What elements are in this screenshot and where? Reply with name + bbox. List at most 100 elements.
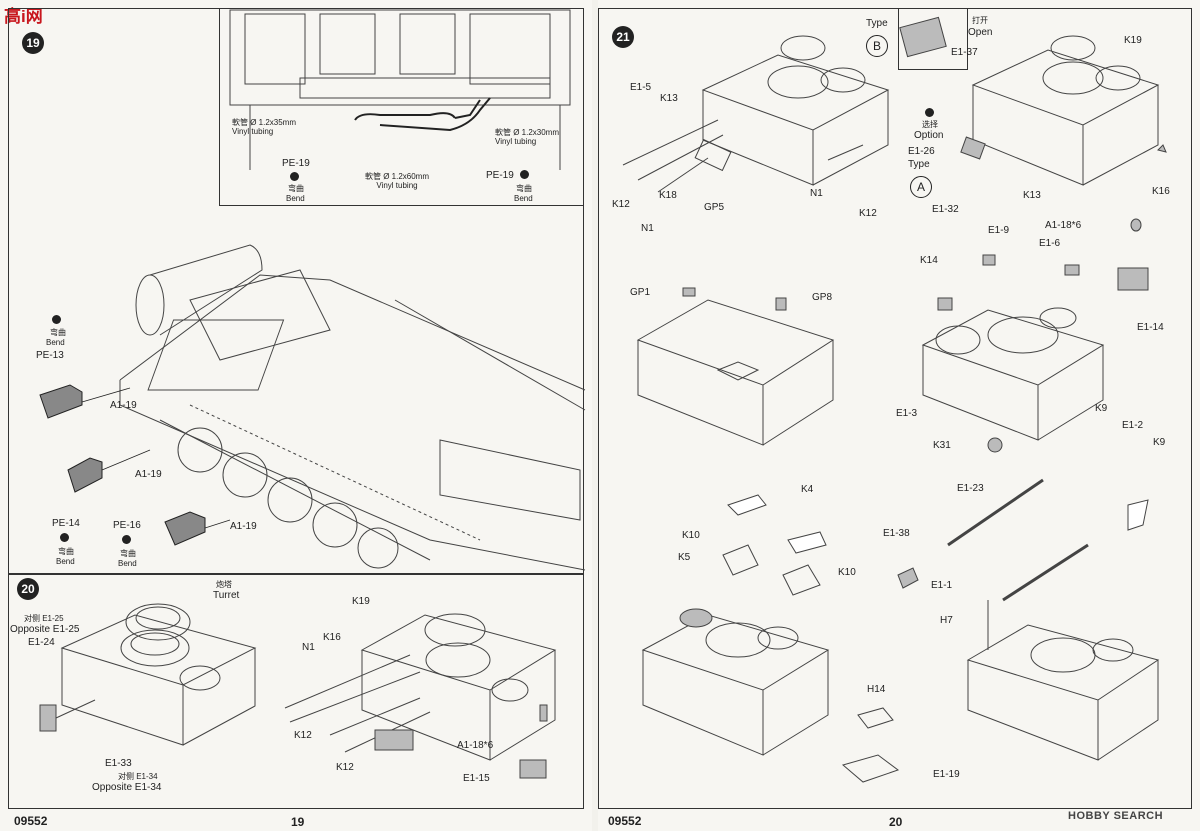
pe19-right-label: PE-19 — [486, 170, 514, 181]
part-n1: N1 — [641, 223, 654, 234]
part-k19: K19 — [1124, 35, 1142, 46]
tubing-3-en: Vinyl tubing — [376, 181, 418, 190]
part-a1-18: A1-18*6 — [1045, 220, 1082, 231]
k12-label: K12 — [294, 730, 312, 741]
pe14-label: PE-14 — [52, 518, 80, 529]
part-k12: K12 — [612, 199, 630, 210]
part-k9: K9 — [1095, 403, 1108, 414]
right-page: 21 — [598, 0, 1200, 831]
tubing-2-cn: 軟管 Ø 1.2x30mm — [495, 128, 560, 137]
type-a-badge: A — [910, 176, 932, 198]
part-e1-6: E1-6 — [1039, 238, 1061, 249]
e1-15-label: E1-15 — [463, 773, 490, 784]
part-k13: K13 — [1023, 190, 1041, 201]
a1-18-label: A1-18*6 — [457, 740, 494, 751]
bend-en-label: Bend — [56, 557, 75, 566]
type-b-badge: B — [866, 35, 888, 57]
part-e1-9: E1-9 — [988, 225, 1010, 236]
part-e1-19: E1-19 — [933, 769, 960, 780]
catalog-code: 09552 — [608, 814, 642, 828]
tubing-1-en: Vinyl tubing — [232, 127, 274, 136]
part-h7: H7 — [940, 615, 953, 626]
part-k13: K13 — [660, 93, 678, 104]
engine-deck-detail — [229, 9, 571, 170]
part-h14: H14 — [867, 684, 886, 695]
k16-label: K16 — [323, 632, 341, 643]
tubing-1-label: 軟管 Ø 1.2x35mm Vinyl tubing — [232, 118, 296, 136]
bend-icon — [520, 170, 529, 179]
tubing-1-cn: 軟管 Ø 1.2x35mm — [232, 118, 297, 127]
turret-cn-label: 炮塔 — [216, 580, 232, 589]
part-gp1: GP1 — [630, 287, 651, 298]
part-gp5: GP5 — [704, 202, 725, 213]
n1-label: N1 — [302, 642, 315, 653]
e1-25-cn-label: 对侧 E1-25 — [24, 614, 64, 623]
type-a-label: Type — [908, 159, 930, 170]
left-drawings — [39, 9, 586, 779]
pe-parts — [39, 384, 206, 546]
part-k9: K9 — [1153, 437, 1166, 448]
pe16-label: PE-16 — [113, 520, 141, 531]
type-b-label: Type — [866, 18, 888, 29]
bend-cn-label: 弯曲 — [50, 328, 66, 337]
e1-34-en-label: Opposite E1-34 — [92, 782, 162, 793]
step-21-badge: 21 — [612, 26, 634, 48]
option-en-label: Option — [914, 130, 944, 141]
bend-cn-label: 弯曲 — [516, 184, 532, 193]
step-19-detail-frame — [219, 8, 584, 206]
part-k10: K10 — [838, 567, 856, 578]
part-k5: K5 — [678, 552, 691, 563]
bend-icon — [60, 533, 69, 542]
bend-en-label: Bend — [46, 338, 65, 347]
part-e1-32: E1-32 — [932, 204, 959, 215]
e1-24-label: E1-24 — [28, 637, 55, 648]
bend-en-label: Bend — [118, 559, 137, 568]
part-e1-5: E1-5 — [630, 82, 652, 93]
k19-label: K19 — [352, 596, 370, 607]
left-page: 高i网 19 20 — [0, 0, 592, 831]
a1-19-label: A1-19 — [110, 400, 137, 411]
page-number: 20 — [889, 815, 903, 829]
tubing-3-cn: 軟管 Ø 1.2x60mm — [365, 172, 430, 181]
part-n1: N1 — [810, 188, 823, 199]
part-e1-3: E1-3 — [896, 408, 918, 419]
k12-label: K12 — [336, 762, 354, 773]
e1-25-en-label: Opposite E1-25 — [10, 624, 80, 635]
site-logo: 高i网 — [4, 7, 43, 26]
part-e1-14: E1-14 — [1137, 322, 1164, 333]
e1-33-label: E1-33 — [105, 758, 132, 769]
step-20-badge: 20 — [17, 578, 39, 600]
hull-drawing — [119, 244, 586, 571]
part-k4: K4 — [801, 484, 814, 495]
part-k10: K10 — [682, 530, 700, 541]
page-number: 19 — [291, 815, 305, 829]
bend-icon — [290, 172, 299, 181]
bend-cn-label: 弯曲 — [288, 184, 304, 193]
part-e1-38: E1-38 — [883, 528, 910, 539]
turret-drawing — [39, 603, 557, 779]
a1-19-label: A1-19 — [230, 521, 257, 532]
bend-icon — [122, 535, 131, 544]
step-20-frame — [8, 574, 584, 809]
part-e1-26: E1-26 — [908, 146, 935, 157]
step-21-frame — [598, 8, 1192, 809]
bend-cn-label: 弯曲 — [58, 547, 74, 556]
option-inset-frame — [898, 8, 968, 70]
turret-en-label: Turret — [213, 590, 240, 601]
part-k31: K31 — [933, 440, 951, 451]
part-e1-2: E1-2 — [1122, 420, 1144, 431]
hobby-search-watermark: HOBBY SEARCH — [1068, 810, 1164, 822]
bend-en-label: Bend — [514, 194, 533, 203]
right-drawings — [622, 16, 1167, 783]
pe13-label: PE-13 — [36, 350, 64, 361]
bend-icon — [52, 315, 61, 324]
open-en-label: Open — [968, 27, 993, 38]
bend-en-label: Bend — [286, 194, 305, 203]
bend-cn-label: 弯曲 — [120, 549, 136, 558]
part-k12: K12 — [859, 208, 877, 219]
catalog-code: 09552 — [14, 814, 48, 828]
part-e1-1: E1-1 — [931, 580, 953, 591]
part-k18: K18 — [659, 190, 677, 201]
option-icon — [925, 108, 934, 117]
part-e1-37: E1-37 — [951, 47, 978, 58]
